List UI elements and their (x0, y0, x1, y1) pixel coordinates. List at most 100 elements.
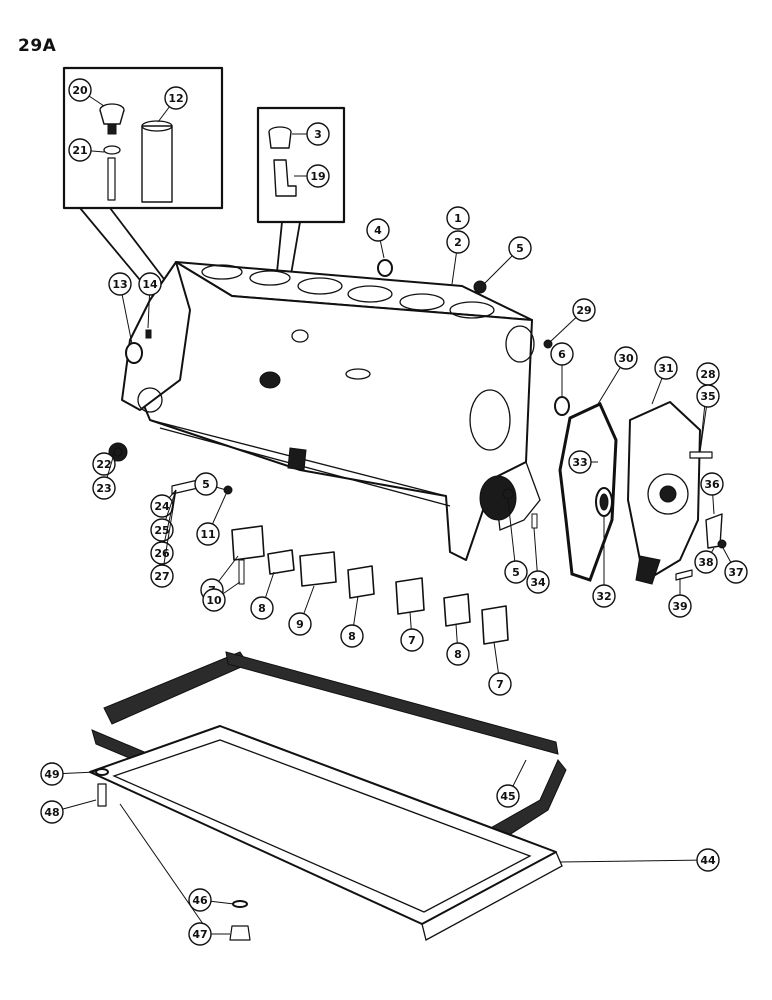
callout-circle (488, 672, 512, 696)
callout-47: 47 (188, 922, 230, 946)
nut-11 (223, 485, 233, 495)
callout-label: 49 (44, 768, 59, 781)
callout-label: 31 (658, 362, 673, 375)
callout-circle (188, 888, 212, 912)
callout-label: 29 (576, 304, 591, 317)
callout-11: 11 (196, 493, 227, 546)
bolt-48 (97, 783, 107, 807)
callout-circle (68, 78, 92, 102)
callout-label: 24 (154, 500, 170, 513)
callout-label: 10 (206, 594, 222, 607)
callout-7-2: 7 (400, 611, 424, 652)
callout-circle (592, 584, 616, 608)
callout-4: 4 (366, 218, 390, 259)
callout-label: 8 (258, 602, 266, 615)
callout-33: 33 (568, 450, 598, 474)
callout-circle (694, 550, 718, 574)
bolt-37 (717, 539, 727, 549)
callout-circle (572, 298, 596, 322)
callout-label: 21 (72, 144, 87, 157)
callout-37: 37 (721, 545, 748, 584)
callout-label: 1 (454, 212, 462, 225)
callout-label: 35 (700, 390, 715, 403)
callout-6: 6 (550, 342, 574, 396)
callout-circle (550, 342, 574, 366)
plug-5-lower (502, 488, 514, 500)
callout-label: 7 (408, 634, 416, 647)
callout-5-3: 5 (504, 499, 528, 584)
callout-label: 6 (558, 348, 566, 361)
callout-10: 10 (202, 581, 241, 612)
callout-circle (446, 230, 470, 254)
callout-label: 13 (112, 278, 127, 291)
plug-13 (125, 342, 143, 364)
callout-circle (138, 272, 162, 296)
callout-5-1: 5 (483, 236, 532, 285)
callout-circle (446, 642, 470, 666)
callout-circle (250, 596, 274, 620)
callout-circle (150, 564, 174, 588)
callout-circle (568, 450, 592, 474)
callout-label: 26 (154, 547, 170, 560)
callout-label: 33 (572, 456, 587, 469)
page-number: 29A (18, 36, 57, 56)
callout-label: 44 (700, 854, 716, 867)
callout-circle (40, 762, 64, 786)
callout-circle (306, 164, 330, 188)
callout-36: 36 (700, 472, 724, 515)
nut-47 (229, 925, 251, 941)
callout-label: 2 (454, 236, 462, 249)
callout-49: 49 (40, 762, 97, 786)
bolt-28 (689, 451, 713, 459)
callout-45: 45 (496, 759, 527, 808)
callout-29: 29 (549, 298, 596, 343)
callout-9: 9 (288, 585, 315, 636)
callout-28: 28 (696, 362, 720, 453)
dowel-34 (531, 513, 538, 529)
callout-label: 7 (496, 678, 504, 691)
callout-label: 8 (348, 630, 356, 643)
callout-label: 47 (192, 928, 207, 941)
callout-27: 27 (150, 489, 177, 588)
leader-line (161, 489, 177, 577)
callout-31: 31 (651, 356, 678, 405)
callout-circle (614, 346, 638, 370)
callout-22: 22 (92, 452, 116, 476)
callout-circle (668, 594, 692, 618)
callout-23: 23 (92, 453, 116, 500)
callout-48: 48 (40, 799, 97, 824)
callout-13: 13 (108, 272, 133, 345)
callout-layer: 1234555677788891011121314192021222324252… (40, 78, 748, 946)
callout-20: 20 (68, 78, 105, 107)
oil-pan-44 (89, 725, 563, 941)
callout-label: 23 (96, 482, 111, 495)
callout-32: 32 (592, 516, 616, 608)
callout-circle (400, 628, 424, 652)
callout-7-3: 7 (488, 641, 512, 696)
engine-block (121, 261, 541, 561)
callout-circle (92, 476, 116, 500)
callout-35: 35 (696, 384, 720, 453)
callout-circle (496, 784, 520, 808)
callout-label: 9 (296, 618, 304, 631)
callout-circle (288, 612, 312, 636)
callout-2: 2 (446, 230, 470, 285)
callout-label: 48 (44, 806, 59, 819)
callout-19: 19 (294, 164, 330, 188)
callout-circle (150, 518, 174, 542)
callout-12: 12 (157, 86, 188, 123)
washer-49 (95, 768, 109, 776)
callout-34: 34 (526, 527, 550, 594)
callout-21: 21 (68, 138, 105, 162)
plug-6 (554, 396, 570, 416)
callout-label: 27 (154, 570, 169, 583)
callout-circle (504, 560, 528, 584)
callout-38: 38 (694, 547, 718, 574)
plug-4 (377, 259, 393, 277)
callout-circle (68, 138, 92, 162)
callout-30: 30 (597, 346, 638, 405)
bolt-39 (675, 569, 693, 581)
bearing-caps (231, 525, 509, 645)
callout-5-2: 5 (194, 472, 227, 496)
